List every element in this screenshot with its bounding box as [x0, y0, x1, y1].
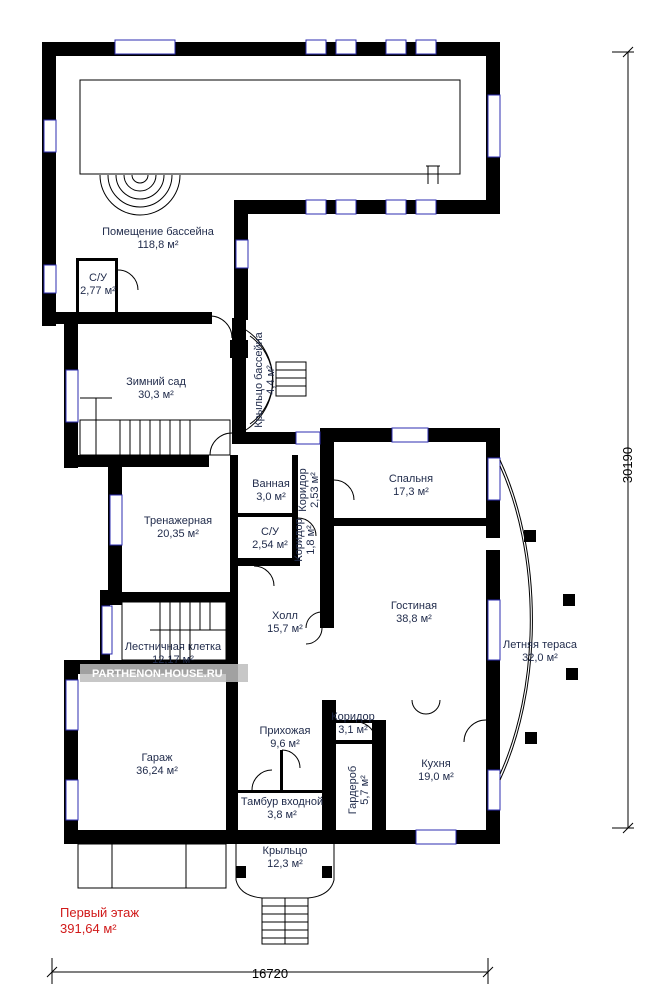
room-name-staircase: Лестничная клетка — [125, 641, 222, 653]
room-area-terrace: 32,0 м² — [522, 652, 558, 664]
room-name-living-room: Гостиная — [391, 600, 437, 612]
room-name-entry: Прихожая — [260, 725, 311, 737]
dimension-width: 16720 — [252, 966, 288, 981]
watermark-bar — [80, 664, 248, 682]
room-name-pool: Помещение бассейна — [102, 226, 215, 238]
room-name-bedroom: Спальня — [389, 473, 433, 485]
room-area-bedroom: 17,3 м² — [393, 486, 429, 498]
room-name-pool-porch: Крыльцо бассейна — [253, 331, 265, 427]
room-area-bathroom: 3,0 м² — [256, 491, 286, 503]
dimension-lines — [46, 46, 634, 984]
floor-summary: Первый этаж 391,64 м² — [60, 905, 139, 937]
floor-total-area: 391,64 м² — [60, 921, 117, 936]
room-area-pool-porch: 4,4 м² — [265, 365, 277, 395]
stairs — [79, 361, 309, 945]
room-area-wardrobe: 5,7 м² — [359, 775, 371, 805]
room-area-garage: 36,24 м² — [136, 765, 178, 777]
room-name-terrace: Летняя тераса — [503, 639, 578, 651]
room-area-wc: 2,54 м² — [252, 539, 288, 551]
room-name-vestibule: Тамбур входной — [241, 796, 323, 808]
porches — [77, 329, 578, 899]
room-name-garage: Гараж — [141, 752, 173, 764]
room-name-corridor-1: Коридор — [297, 468, 309, 511]
room-area-winter-garden: 30,3 м² — [138, 389, 174, 401]
room-name-wardrobe: Гардероб — [347, 766, 359, 814]
windows — [43, 39, 501, 845]
pool — [79, 79, 461, 216]
room-name-corridor-2: Коридор — [293, 518, 305, 561]
room-area-porch: 12,3 м² — [267, 858, 303, 870]
floor-title: Первый этаж — [60, 905, 140, 920]
watermark-text: PARTHENON-HOUSE.RU — [92, 668, 223, 680]
room-labels: Помещение бассейна 118,8 м² С/У 2,77 м² … — [80, 226, 578, 870]
doors — [117, 269, 487, 791]
room-area-wc-pool: 2,77 м² — [80, 285, 116, 297]
room-area-corridor-2: 1,8 м² — [305, 525, 317, 555]
room-name-winter-garden: Зимний сад — [126, 376, 186, 388]
room-name-kitchen: Кухня — [421, 758, 450, 770]
room-area-entry: 9,6 м² — [270, 738, 300, 750]
room-area-kitchen: 19,0 м² — [418, 771, 454, 783]
dimension-height: 30190 — [620, 447, 635, 483]
room-name-bathroom: Ванная — [252, 478, 290, 490]
room-name-wc-pool: С/У — [89, 272, 108, 284]
room-area-vestibule: 3,8 м² — [267, 809, 297, 821]
room-name-porch: Крыльцо — [263, 845, 308, 857]
room-name-hall: Холл — [272, 610, 298, 622]
room-area-living-room: 38,8 м² — [396, 613, 432, 625]
room-area-gym: 20,35 м² — [157, 528, 199, 540]
room-area-pool: 118,8 м² — [138, 239, 179, 251]
room-name-gym: Тренажерная — [144, 515, 212, 527]
room-area-staircase: 12,17 м² — [152, 654, 194, 666]
room-area-corridor-1: 2,53 м² — [309, 472, 321, 508]
room-name-wc: С/У — [261, 526, 280, 538]
walls — [42, 42, 500, 844]
room-name-corridor-3: Коридор — [331, 711, 374, 723]
room-area-corridor-3: 3,1 м² — [338, 724, 368, 736]
room-area-hall: 15,7 м² — [267, 623, 303, 635]
